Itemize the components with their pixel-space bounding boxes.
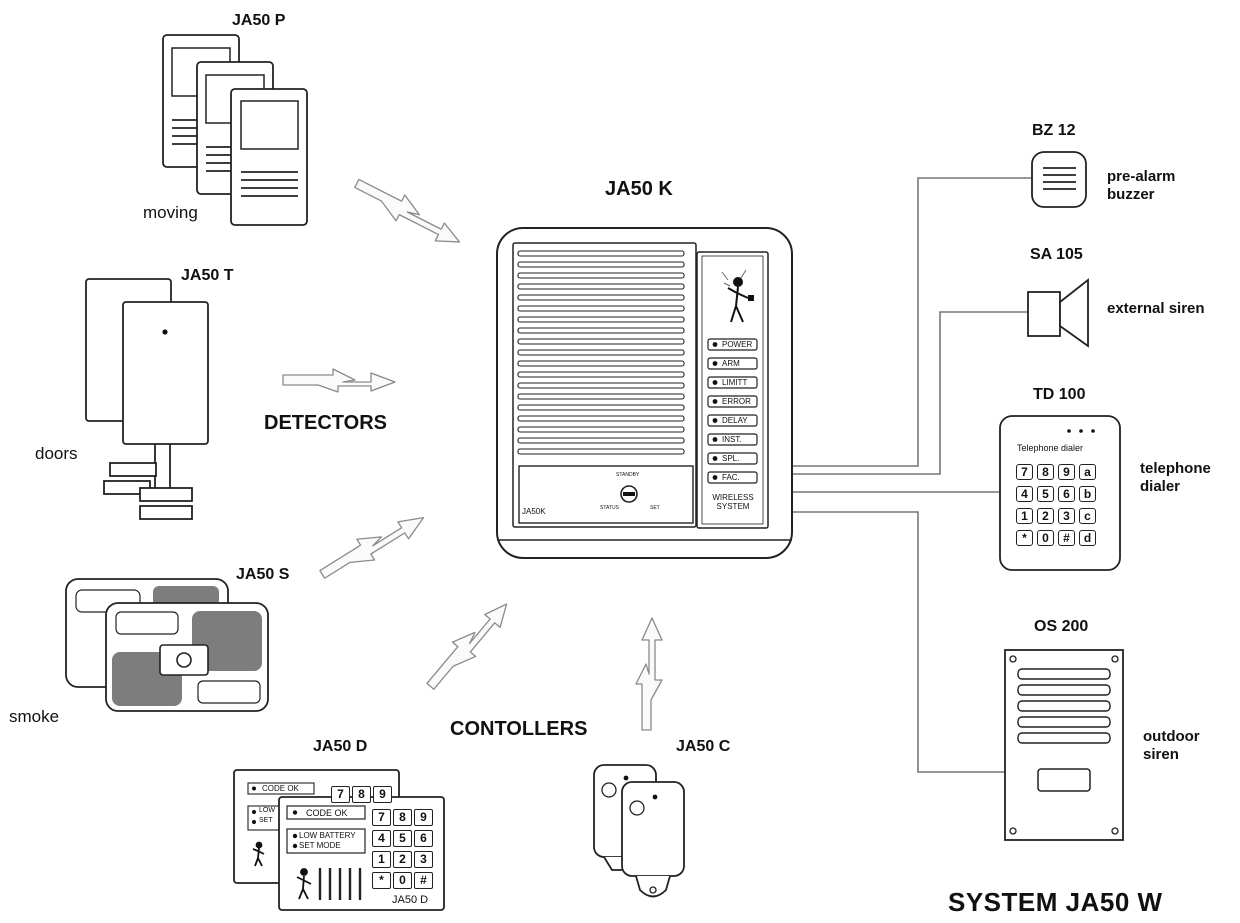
- ja50d-panel-text: JA50 D: [392, 894, 429, 906]
- ja50d-key: 6: [414, 830, 433, 847]
- ja50d-model-label: JA50 D: [313, 738, 368, 755]
- led-label: POWER: [722, 340, 753, 349]
- ja50t-door-detector: [85, 278, 209, 520]
- arrow-from-ja50s: [319, 516, 425, 579]
- ja50k-system-label: WIRELESS SYSTEM: [712, 493, 754, 511]
- ja50d-key: 1: [372, 851, 391, 868]
- ja50d-key: 5: [393, 830, 412, 847]
- bz12-buzzer: [1031, 151, 1087, 208]
- wiring-lines: [792, 177, 1032, 773]
- ja50d-key: 8: [393, 809, 412, 826]
- led-label: FAC.: [722, 473, 740, 482]
- td100-key: 7: [1016, 464, 1033, 480]
- ja50d-key: 2: [393, 851, 412, 868]
- ja50d-back-row: SET: [259, 817, 273, 824]
- ja50t-caption: doors: [35, 444, 78, 463]
- ja50k-model-label: JA50 K: [605, 178, 673, 200]
- led-label: ARM: [722, 359, 740, 368]
- ja50k-badge: JA50K: [522, 507, 546, 516]
- td100-model-label: TD 100: [1033, 386, 1086, 403]
- ja50c-keyfobs: [593, 764, 685, 898]
- ja50d-back-row: LOW: [259, 807, 275, 814]
- td100-key: b: [1079, 486, 1096, 502]
- td100-panel-text: Telephone dialer: [1017, 443, 1084, 453]
- ja50p-caption: moving: [143, 203, 198, 222]
- td100-key: 2: [1037, 508, 1054, 524]
- os200-outdoor-siren: [1004, 649, 1124, 841]
- td100-key: 1: [1016, 508, 1033, 524]
- os200-model-label: OS 200: [1034, 618, 1089, 635]
- td100-description: telephone dialer: [1140, 460, 1211, 495]
- td100-key: #: [1058, 530, 1075, 546]
- ja50d-key: #: [414, 872, 433, 889]
- ja50s-smoke-detector: [65, 578, 269, 712]
- sa105-siren: [1027, 278, 1089, 348]
- ja50k-switch-top-label: STANDBY: [616, 472, 640, 478]
- arrow-from-ja50d: [426, 603, 508, 690]
- td100-key: 3: [1058, 508, 1075, 524]
- wire-sa105: [792, 311, 1028, 475]
- led-label: DELAY: [722, 416, 748, 425]
- td100-key: 6: [1058, 486, 1075, 502]
- td100-key: a: [1079, 464, 1096, 480]
- ja50d-key: *: [372, 872, 391, 889]
- ja50p-model-label: JA50 P: [232, 12, 286, 29]
- ja50p-detectors: [162, 34, 308, 226]
- led-label: LIMITT: [722, 378, 748, 387]
- bz12-description: pre-alarm buzzer: [1107, 168, 1176, 203]
- arrow-from-ja50p: [354, 178, 461, 243]
- sa105-model-label: SA 105: [1030, 246, 1083, 263]
- td100-key: 4: [1016, 486, 1033, 502]
- ja50t-model-label: JA50 T: [181, 267, 234, 284]
- ja50s-model-label: JA50 S: [236, 566, 290, 583]
- ja50d-back-row: CODE OK: [262, 784, 299, 793]
- ja50d-row: LOW BATTERY: [299, 831, 356, 840]
- ja50d-row: CODE OK: [306, 808, 348, 818]
- ja50s-caption: smoke: [9, 707, 60, 726]
- ja50d-back-key: 9: [373, 786, 392, 803]
- wireless-arrows: [282, 178, 663, 731]
- td100-key: c: [1079, 508, 1096, 524]
- os200-description: outdoor siren: [1143, 728, 1200, 763]
- led-label: ERROR: [722, 397, 751, 406]
- arrow-from-ja50c: [635, 617, 663, 731]
- td100-key: 0: [1037, 530, 1054, 546]
- controllers-group-label: CONTOLLERS: [450, 718, 588, 740]
- ja50k-control-panel: [496, 227, 793, 559]
- led-indicators: [707, 338, 758, 484]
- ja50d-key: 9: [414, 809, 433, 826]
- ja50d-key: 4: [372, 830, 391, 847]
- ja50d-back-key: 8: [352, 786, 371, 803]
- ja50d-key: 0: [393, 872, 412, 889]
- wire-bz12: [792, 177, 1032, 467]
- td100-key: 8: [1037, 464, 1054, 480]
- td100-key: 9: [1058, 464, 1075, 480]
- bz12-model-label: BZ 12: [1032, 122, 1076, 139]
- speaker-grille: [517, 250, 685, 455]
- led-label: SPL.: [722, 454, 740, 463]
- ja50k-switch-left-label: STATUS: [600, 505, 619, 511]
- ja50k-switch-right-label: SET: [650, 505, 660, 511]
- td100-key: d: [1079, 530, 1096, 546]
- arrow-from-ja50t: [282, 368, 396, 393]
- led-label: INST.: [722, 435, 742, 444]
- system-title: SYSTEM JA50 W: [948, 887, 1163, 917]
- ja50d-back-key: 7: [331, 786, 350, 803]
- ja50d-row: SET MODE: [299, 841, 341, 850]
- keypad-thief-icon: [252, 841, 312, 900]
- wire-os200: [792, 511, 1005, 773]
- detectors-group-label: DETECTORS: [264, 412, 387, 434]
- ja50c-model-label: JA50 C: [676, 738, 731, 755]
- sa105-description: external siren: [1107, 300, 1205, 317]
- thief-icon: [721, 269, 754, 323]
- td100-key: 5: [1037, 486, 1054, 502]
- ja50d-key: 3: [414, 851, 433, 868]
- td100-key: *: [1016, 530, 1033, 546]
- ja50d-key: 7: [372, 809, 391, 826]
